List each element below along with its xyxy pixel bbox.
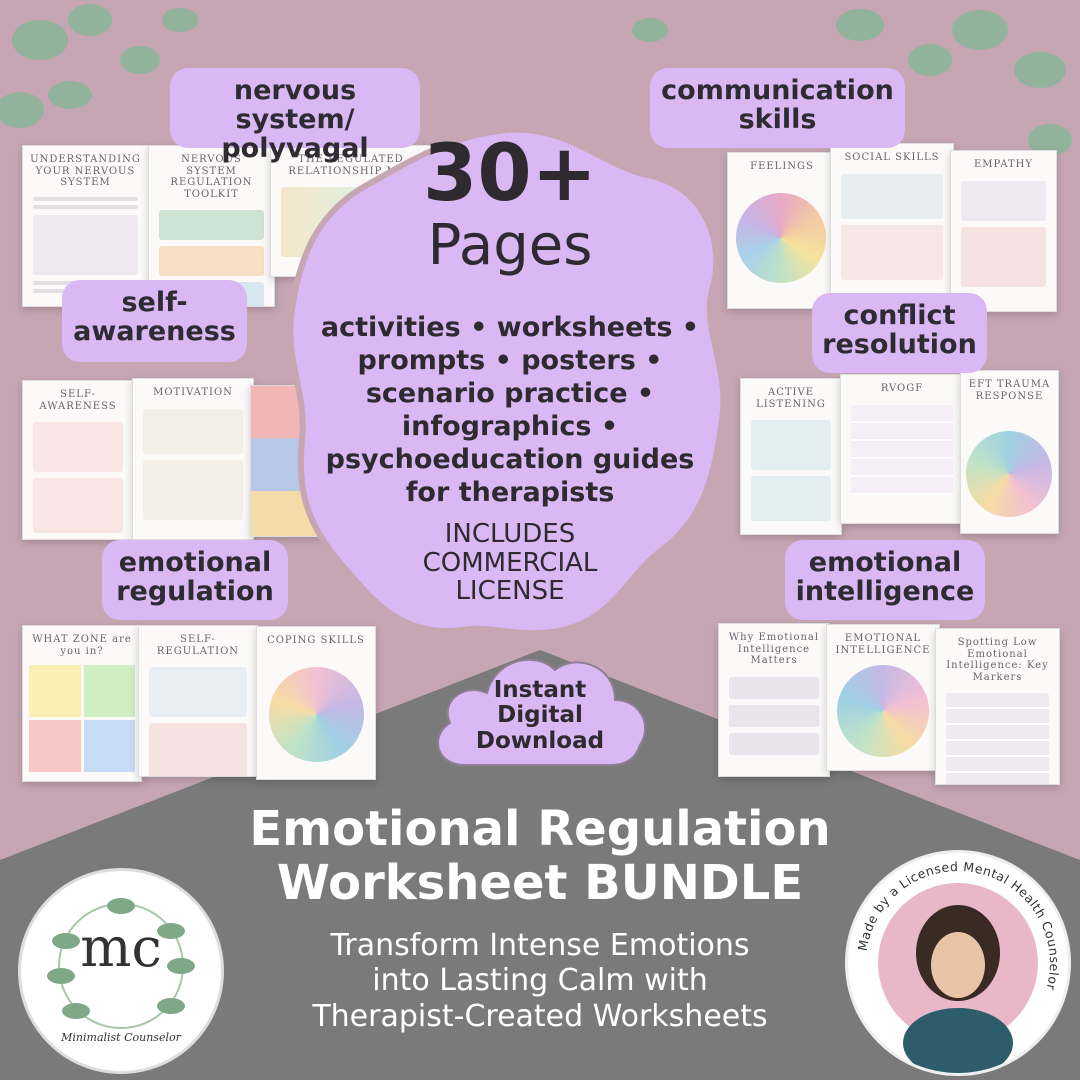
worksheet-rvogf: RVOGF: [840, 374, 964, 524]
worksheet-motivation: MOTIVATION: [132, 378, 254, 540]
worksheet-spotting-low-ei: Spotting Low Emotional Intelligence: Key…: [935, 628, 1060, 785]
page-count: 30+: [423, 129, 597, 219]
worksheet-why-ei-matters: Why Emotional Intelligence Matters: [718, 623, 830, 777]
worksheet-self-awareness: SELF-AWARENESS: [22, 380, 134, 540]
worksheet-feelings-wheel: FEELINGS: [727, 152, 837, 309]
counselor-photo-badge: Made by a Licensed Mental Health Counsel…: [845, 850, 1071, 1076]
logo-monogram: mc: [80, 916, 162, 979]
worksheet-active-listening: ACTIVE LISTENING: [740, 378, 842, 535]
person-face: [931, 932, 985, 998]
worksheet-emotional-intelligence-wheel: EMOTIONAL INTELLIGENCE: [826, 624, 940, 771]
worksheet-social-skills: SOCIAL SKILLS: [830, 143, 954, 310]
worksheet-empathy: EMPATHY: [950, 150, 1057, 312]
center-badge-shape: [287, 126, 727, 637]
content-types-list: activities • worksheets •prompts • poste…: [320, 312, 700, 508]
person-shoulders: [903, 1008, 1013, 1073]
minimalist-counselor-logo: mc Minimalist Counselor: [18, 868, 224, 1074]
worksheet-eft-trauma-response: EFT TRAUMA RESPONSE: [960, 370, 1059, 534]
logo-name: Minimalist Counselor: [61, 1031, 181, 1044]
worksheet-what-zone: WHAT ZONE are you in?: [22, 625, 142, 782]
tag-self-awareness: self-awareness: [62, 280, 247, 362]
pages-label: Pages: [427, 213, 593, 278]
worksheet-self-regulation: SELF-REGULATION: [138, 625, 258, 777]
download-cloud-shape: [437, 658, 646, 766]
leaf-wreath-icon: [47, 898, 195, 1029]
worksheet-coping-skills: COPING SKILLS: [256, 626, 376, 780]
tag-nervous-system: nervous system/polyvagal: [170, 68, 420, 163]
